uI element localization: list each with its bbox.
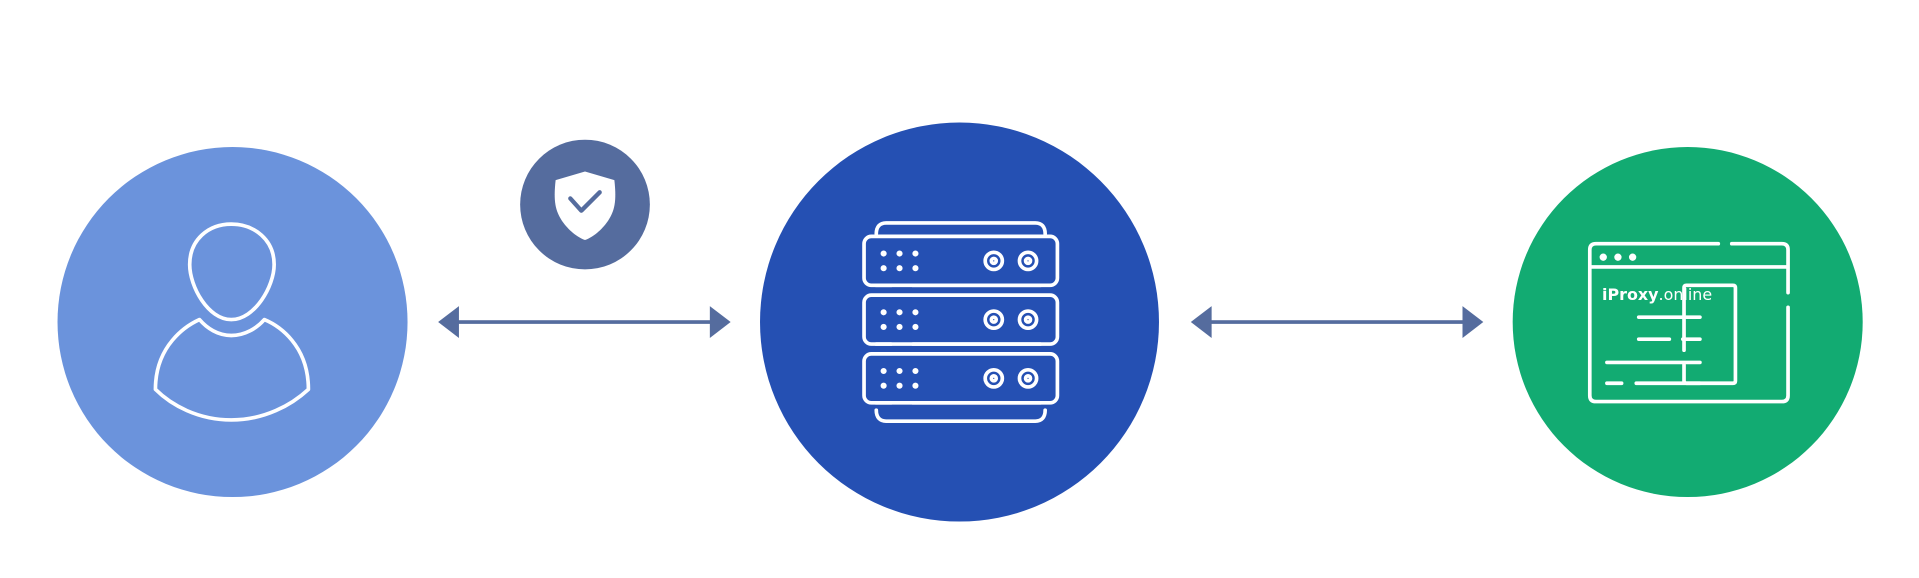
bidirectional-arrow-left xyxy=(438,306,731,338)
user-node xyxy=(57,147,408,498)
user-icon xyxy=(153,222,311,422)
browser-window-icon xyxy=(1587,241,1790,404)
bidirectional-arrow-right xyxy=(1190,306,1484,338)
server-node xyxy=(760,122,1159,522)
website-circle xyxy=(1512,147,1863,498)
server-rack-icon xyxy=(862,221,1060,424)
brand-logo-text: iProxy.online xyxy=(1602,285,1712,304)
user-circle xyxy=(57,147,408,498)
server-circle xyxy=(760,122,1159,522)
website-node: iProxy.online xyxy=(1512,147,1863,498)
security-badge xyxy=(520,139,650,270)
